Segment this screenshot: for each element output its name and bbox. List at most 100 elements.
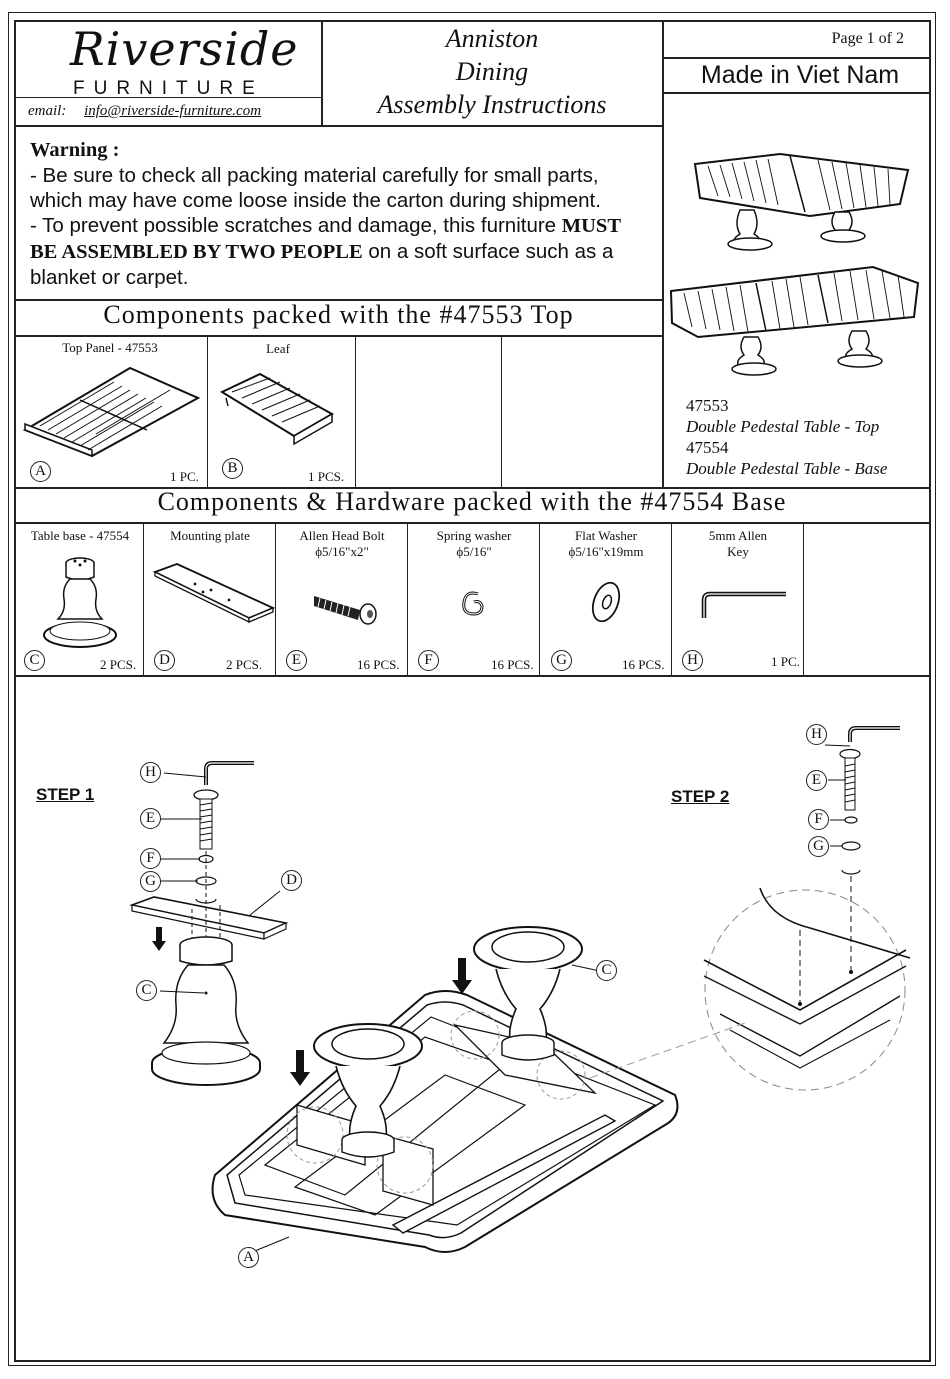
part-f-letter: F xyxy=(418,650,439,671)
pedestal-right-illustration xyxy=(473,926,601,1061)
callout-h-step2: H xyxy=(806,724,827,745)
email-line: email: info@riverside-furniture.com xyxy=(28,103,261,120)
step-2-label: STEP 2 xyxy=(671,787,730,806)
divider xyxy=(14,20,16,1360)
warning-emphasis: MUST BE ASSEMBLED BY TWO PEOPLE xyxy=(30,215,621,263)
divider xyxy=(14,522,930,524)
title-line-1: Anniston xyxy=(445,24,539,53)
product-list: 47553 Double Pedestal Table - Top 47554 … xyxy=(686,395,887,479)
table-base-illustration xyxy=(43,557,117,648)
callout-d: D xyxy=(281,870,302,891)
step-2-detail-illustration xyxy=(703,726,911,1091)
part-g-title: Flat Washer xyxy=(575,528,637,543)
brand-subtitle: FURNITURE xyxy=(73,78,264,99)
title-line-2: Dining xyxy=(455,57,529,86)
part-f-spec: ϕ5/16" xyxy=(456,544,492,559)
divider xyxy=(207,336,209,488)
down-arrow-icon xyxy=(452,958,472,994)
part-h-qty: 1 PC. xyxy=(771,654,800,669)
part-g-spec: ϕ5/16"x19mm xyxy=(568,544,644,559)
callout-e: E xyxy=(140,808,161,829)
product-name-text: Double Pedestal Table - Top xyxy=(686,417,880,436)
part-g-letter: G xyxy=(551,650,572,671)
callout-e-step2: E xyxy=(806,770,827,791)
zoom-leader-line xyxy=(589,1021,749,1079)
warning-text: - To prevent possible scratches and dama… xyxy=(30,214,562,237)
part-g-qty: 16 PCS. xyxy=(622,657,665,672)
part-e-title: Allen Head Bolt xyxy=(299,528,385,543)
divider xyxy=(14,20,930,22)
divider xyxy=(539,523,541,675)
down-arrow-icon xyxy=(290,1050,310,1086)
callout-a: A xyxy=(238,1247,259,1268)
part-f-title: Spring washer xyxy=(436,528,512,543)
warning-line-1: - Be sure to check all packing material … xyxy=(30,164,601,212)
callout-g: G xyxy=(140,871,161,892)
part-f-qty: 16 PCS. xyxy=(491,657,534,672)
divider xyxy=(275,523,277,675)
divider xyxy=(501,336,503,488)
warning-heading: Warning : xyxy=(30,139,120,161)
callout-c-step1: C xyxy=(596,960,617,981)
callout-f-step2: F xyxy=(808,809,829,830)
divider xyxy=(664,57,930,59)
part-c-name: Table base - 47554 xyxy=(30,528,130,543)
warning-box: Warning : - Be sure to check all packing… xyxy=(30,138,650,290)
table-frame-illustration xyxy=(211,990,679,1256)
callout-h: H xyxy=(140,762,161,783)
part-d-qty: 2 PCS. xyxy=(226,657,263,672)
part-b-name: Leaf xyxy=(266,341,290,356)
part-d-letter: D xyxy=(154,650,175,671)
part-a-qty: 1 PC. xyxy=(170,469,199,484)
part-h-title: 5mm Allen xyxy=(708,528,768,543)
product-code: 47553 xyxy=(686,396,729,415)
pedestal-left-illustration xyxy=(313,1023,423,1158)
page-frame xyxy=(8,12,936,1366)
step-1-label: STEP 1 xyxy=(36,785,95,804)
part-d-name: Mounting plate xyxy=(170,528,250,543)
divider xyxy=(14,335,663,337)
mounting-plate-illustration xyxy=(152,563,276,624)
divider xyxy=(143,523,145,675)
product-code: 47554 xyxy=(686,438,729,457)
spring-washer-illustration xyxy=(462,591,484,616)
divider xyxy=(355,336,357,488)
product-name: Double Pedestal Table - Top xyxy=(686,416,887,437)
divider xyxy=(662,300,664,488)
step-1-illustration xyxy=(129,761,289,1086)
part-e-spec: ϕ5/16"x2" xyxy=(315,544,369,559)
divider xyxy=(671,523,673,675)
part-b-letter: B xyxy=(222,458,243,479)
part-h-spec: Key xyxy=(727,544,749,559)
divider xyxy=(321,20,323,126)
part-c-qty: 2 PCS. xyxy=(100,657,137,672)
callout-f: F xyxy=(140,848,161,869)
part-a-name: Top Panel - 47553 xyxy=(62,340,158,355)
part-h-letter: H xyxy=(682,650,703,671)
part-b-qty: 1 PCS. xyxy=(308,469,345,484)
divider xyxy=(14,1360,931,1362)
divider xyxy=(14,487,930,489)
email-label: email: xyxy=(28,103,67,119)
base-section-heading: Components & Hardware packed with the #4… xyxy=(157,487,787,516)
email-link[interactable]: info@riverside-furniture.com xyxy=(84,103,262,119)
product-name: Double Pedestal Table - Base xyxy=(686,458,887,479)
part-c-letter: C xyxy=(24,650,45,671)
callout-c: C xyxy=(136,980,157,1001)
divider xyxy=(803,523,805,675)
table-47554-illustration xyxy=(669,265,920,376)
part-e-letter: E xyxy=(286,650,307,671)
divider xyxy=(662,20,664,300)
divider xyxy=(929,20,931,1360)
title-line-3: Assembly Instructions xyxy=(377,90,607,119)
warning-line-2: - To prevent possible scratches and dama… xyxy=(30,213,650,290)
warning-text: on a soft surface such as a blanket or c… xyxy=(30,240,614,289)
part-a-letter: A xyxy=(30,461,51,482)
divider xyxy=(14,675,930,677)
document-title: Anniston Dining Assembly Instructions xyxy=(322,22,662,121)
product-name-text: Double Pedestal Table - Base xyxy=(686,459,888,478)
divider xyxy=(14,97,321,99)
